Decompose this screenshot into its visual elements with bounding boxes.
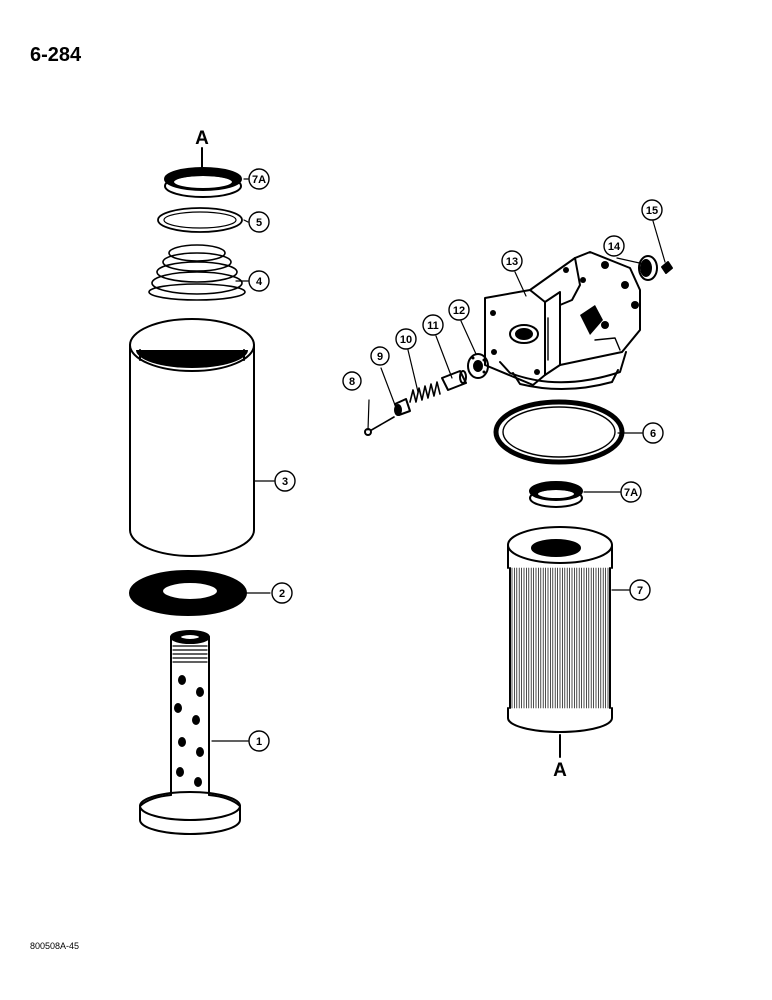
- part-13-filter-head: [484, 251, 641, 390]
- part-1-perforated-tube: [139, 630, 241, 835]
- part-9-poppet: [394, 398, 411, 416]
- svg-text:13: 13: [506, 256, 518, 268]
- callout-15: 15: [641, 199, 663, 221]
- part-7a-mid-seal: [529, 481, 583, 508]
- callout-10: 10: [395, 328, 417, 350]
- svg-text:8: 8: [349, 376, 355, 388]
- callout-11: 11: [422, 314, 444, 336]
- svg-text:10: 10: [400, 334, 412, 346]
- end-label-bottom: A: [553, 760, 567, 781]
- callout-3: 3: [274, 470, 296, 492]
- callout-4: 4: [248, 270, 270, 292]
- svg-text:5: 5: [256, 217, 262, 229]
- callout-5: 5: [248, 211, 270, 233]
- svg-text:11: 11: [427, 320, 439, 332]
- page-number: 6-284: [30, 44, 82, 66]
- svg-text:12: 12: [453, 305, 465, 317]
- callout-7a-mid: 7A: [620, 481, 642, 503]
- part-12-washer: [467, 353, 489, 379]
- svg-text:4: 4: [256, 276, 263, 288]
- callout-1: 1: [248, 730, 270, 752]
- part-7-filter-element: [507, 526, 613, 733]
- svg-text:7A: 7A: [624, 487, 638, 499]
- part-14-plug: [638, 255, 658, 281]
- callout-7: 7: [629, 579, 651, 601]
- part-4-spring: [148, 244, 246, 301]
- callout-2: 2: [271, 582, 293, 604]
- svg-text:6: 6: [650, 428, 656, 440]
- part-10-spring: [409, 381, 441, 403]
- callout-14: 14: [603, 235, 625, 257]
- callout-12: 12: [448, 299, 470, 321]
- reference-code: 800508A-45: [30, 941, 80, 951]
- svg-text:2: 2: [279, 588, 285, 600]
- part-15-fitting: [661, 261, 673, 274]
- part-3-canister: [129, 318, 255, 557]
- svg-text:1: 1: [256, 736, 262, 748]
- callout-9: 9: [370, 346, 390, 366]
- part-7a-top-seal: [164, 167, 242, 198]
- svg-text:14: 14: [608, 241, 621, 253]
- part-5-washer: [157, 207, 243, 233]
- callout-leaders: [211, 178, 666, 742]
- callout-8: 8: [342, 371, 362, 391]
- part-8-pin: [364, 416, 395, 436]
- svg-text:15: 15: [646, 205, 658, 217]
- end-label-top: A: [195, 128, 209, 149]
- part-2-gasket: [129, 570, 247, 616]
- svg-text:7: 7: [637, 585, 643, 597]
- svg-text:3: 3: [282, 476, 288, 488]
- part-6-o-ring: [493, 399, 625, 465]
- callout-13: 13: [501, 250, 523, 272]
- callout-7a-top: 7A: [248, 168, 270, 190]
- svg-text:7A: 7A: [252, 174, 266, 186]
- part-11-sleeve: [441, 370, 467, 391]
- svg-text:9: 9: [377, 351, 383, 363]
- callout-6: 6: [642, 422, 664, 444]
